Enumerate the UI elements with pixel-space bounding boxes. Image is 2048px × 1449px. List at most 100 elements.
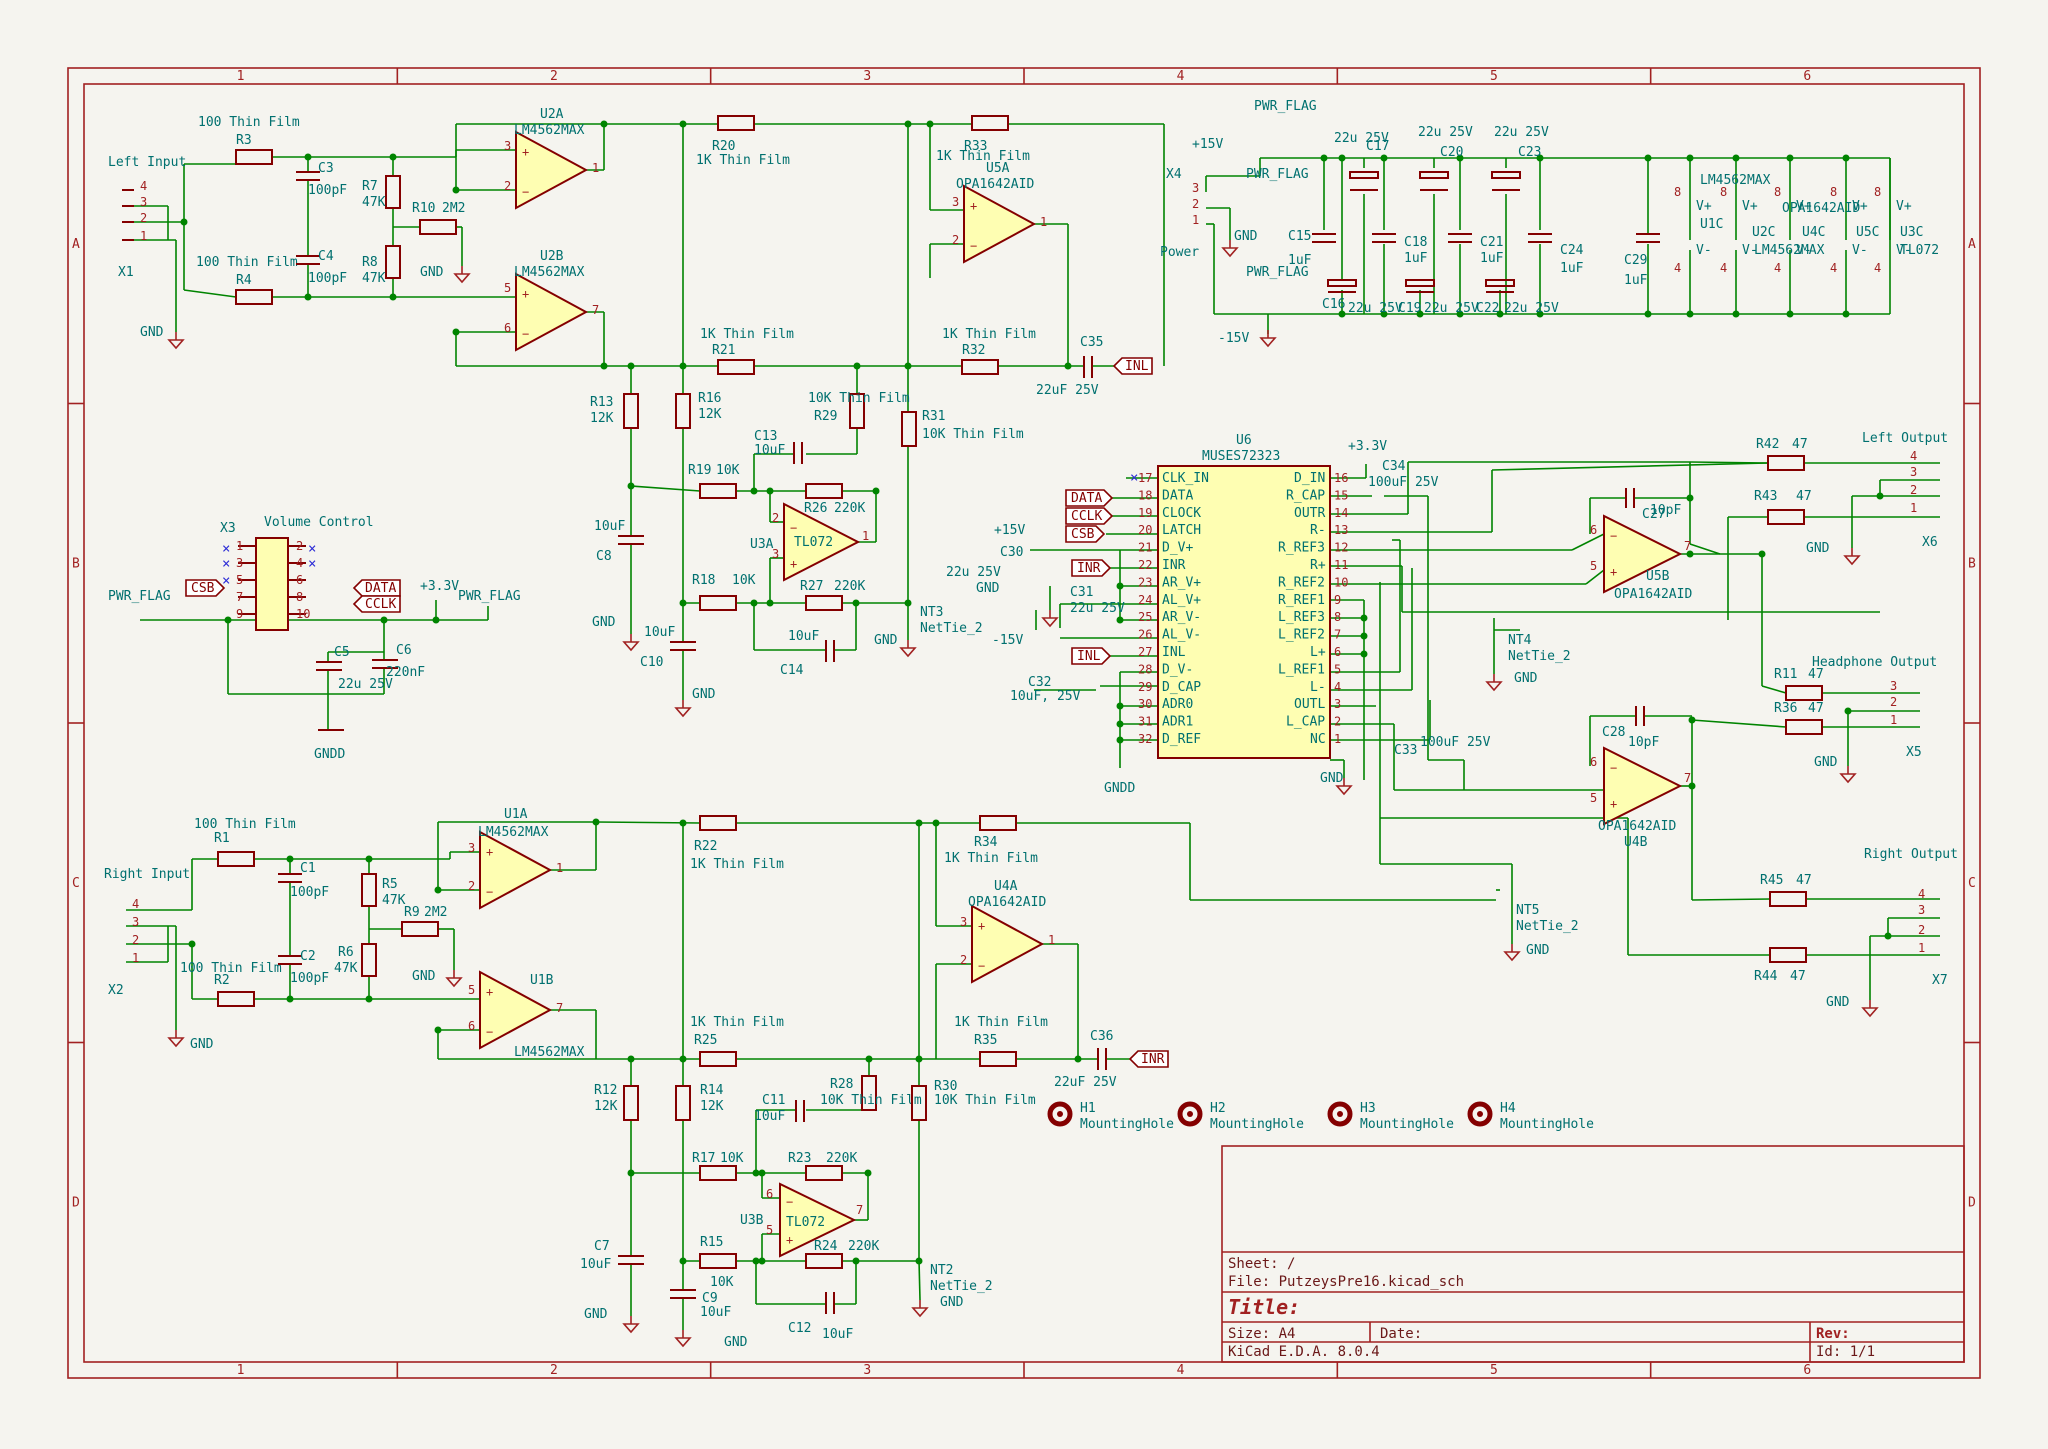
svg-text:5: 5 [1590, 791, 1597, 805]
svg-text:V-: V- [1696, 243, 1712, 258]
svg-text:30: 30 [1138, 697, 1152, 711]
svg-text:1K Thin Film: 1K Thin Film [690, 1015, 784, 1030]
svg-text:22u 25V: 22u 25V [338, 677, 393, 692]
r21-ref: R21 [712, 343, 735, 358]
svg-text:H3: H3 [1360, 1101, 1376, 1116]
u4a-opamp: + − 321 [960, 904, 1055, 984]
svg-text:U4A: U4A [994, 879, 1018, 894]
r3-value: 100 Thin Film [198, 115, 300, 130]
c13-value: 10uF [754, 443, 785, 458]
gnd-label: GND [420, 265, 444, 280]
svg-text:4: 4 [1720, 261, 1727, 275]
svg-text:ADR0: ADR0 [1162, 697, 1193, 712]
border-row-label: D [1968, 1195, 1976, 1210]
gndd-label: GNDD [314, 747, 345, 762]
svg-text:NetTie_2: NetTie_2 [1508, 649, 1571, 664]
svg-text:25: 25 [1138, 610, 1152, 624]
x3-title: Volume Control [264, 515, 374, 530]
svg-text:5: 5 [504, 281, 511, 295]
svg-text:LM4562MAX: LM4562MAX [1754, 243, 1825, 258]
svg-text:8: 8 [1720, 185, 1727, 199]
svg-text:U5C: U5C [1856, 225, 1879, 240]
svg-text:4: 4 [1910, 449, 1917, 463]
svg-text:GND: GND [1320, 771, 1344, 786]
gnd-symbol [1844, 547, 1860, 565]
svg-text:OUTL: OUTL [1294, 697, 1325, 712]
svg-text:10: 10 [1334, 575, 1348, 589]
x3-ref: X3 [220, 521, 236, 536]
svg-text:5: 5 [1590, 559, 1597, 573]
c13-capacitor [793, 442, 803, 464]
svg-text:R_REF2: R_REF2 [1278, 575, 1325, 590]
svg-text:10K Thin Film: 10K Thin Film [820, 1093, 922, 1108]
svg-text:22u 25V: 22u 25V [946, 565, 1001, 580]
svg-text:+: + [1610, 565, 1617, 579]
svg-text:4: 4 [1774, 261, 1781, 275]
net-label-data [1065, 489, 1114, 507]
svg-text:7: 7 [556, 1001, 563, 1015]
c14-capacitor [825, 640, 835, 662]
svg-text:+: + [1610, 797, 1617, 811]
x1-pins: 4 3 2 1 [140, 179, 147, 243]
svg-text:GND: GND [1826, 995, 1850, 1010]
svg-text:R14: R14 [700, 1083, 724, 1098]
svg-text:18: 18 [1138, 488, 1152, 502]
svg-text:V+: V+ [1796, 199, 1812, 214]
c4-capacitor [296, 255, 320, 265]
svg-text:20: 20 [1138, 523, 1152, 537]
c4-value: 100pF [308, 271, 347, 286]
u5b-opamp: − + 657 [1590, 514, 1691, 594]
svg-text:26: 26 [1138, 628, 1152, 642]
svg-text:DATA: DATA [1162, 488, 1193, 503]
svg-text:NT5: NT5 [1516, 903, 1539, 918]
svg-text:X7: X7 [1932, 973, 1948, 988]
gnd-symbol [1042, 609, 1058, 627]
svg-text:7: 7 [236, 590, 243, 604]
svg-text:2: 2 [1192, 197, 1199, 211]
r29-resistor [849, 393, 865, 429]
r10-value: 2M2 [442, 201, 465, 216]
svg-text:22u 25V: 22u 25V [1504, 301, 1559, 316]
svg-text:GND: GND [692, 687, 716, 702]
svg-text:3: 3 [960, 915, 967, 929]
svg-text:H1: H1 [1080, 1101, 1096, 1116]
svg-text:10K: 10K [720, 1151, 744, 1166]
svg-text:4: 4 [140, 179, 147, 193]
svg-text:×: × [222, 573, 230, 589]
svg-text:GND: GND [1514, 671, 1538, 686]
svg-text:1: 1 [140, 229, 147, 243]
svg-text:TL072: TL072 [1900, 243, 1939, 258]
svg-text:L_REF1: L_REF1 [1278, 662, 1325, 677]
svg-text:3: 3 [1918, 903, 1925, 917]
svg-text:6: 6 [1590, 755, 1597, 769]
tb-tool: KiCad E.D.A. 8.0.4 [1228, 1344, 1380, 1360]
svg-text:3: 3 [140, 195, 147, 209]
svg-text:10pF: 10pF [1650, 503, 1681, 518]
svg-text:Right Output: Right Output [1864, 847, 1958, 862]
border-row-label: D [72, 1195, 80, 1210]
gnd-symbol [623, 633, 639, 651]
svg-text:R35: R35 [974, 1033, 997, 1048]
border-col-label: 1 [237, 1363, 245, 1378]
x1-ref: X1 [118, 265, 134, 280]
r20-value: 1K Thin Film [696, 153, 790, 168]
svg-text:R42: R42 [1756, 437, 1779, 452]
tb-date: Date: [1380, 1326, 1422, 1342]
svg-text:Headphone Output: Headphone Output [1812, 655, 1937, 670]
svg-text:CCLK: CCLK [365, 597, 396, 612]
svg-text:GND: GND [584, 1307, 608, 1322]
svg-text:7: 7 [592, 303, 599, 317]
svg-text:V+: V+ [1852, 199, 1868, 214]
svg-text:R45: R45 [1760, 873, 1783, 888]
c35-ref: C35 [1080, 335, 1103, 350]
tb-rev: Rev: [1816, 1326, 1850, 1342]
c35-value: 22uF 25V [1036, 383, 1099, 398]
svg-text:V+: V+ [1896, 199, 1912, 214]
svg-text:LM4562MAX: LM4562MAX [1700, 173, 1771, 188]
svg-text:R36: R36 [1774, 701, 1797, 716]
svg-text:U1B: U1B [530, 973, 554, 988]
svg-text:7: 7 [856, 1203, 863, 1217]
svg-text:D_V+: D_V+ [1162, 541, 1193, 556]
